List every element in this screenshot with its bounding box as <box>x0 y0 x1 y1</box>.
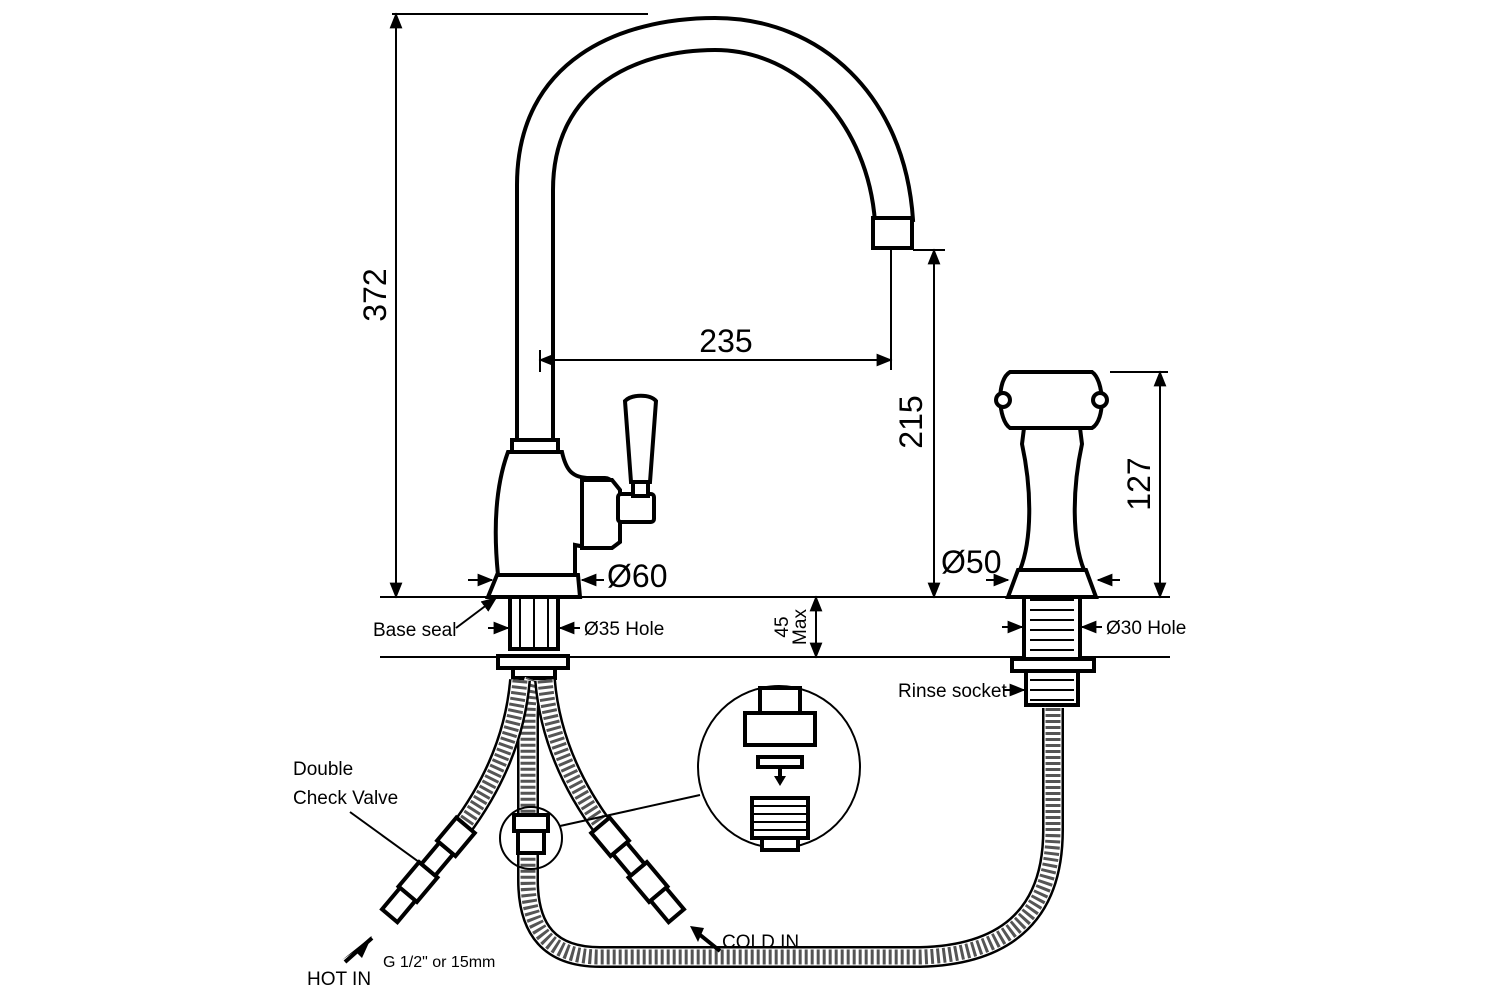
dim-127-text: 127 <box>1121 457 1157 510</box>
double-check-line1: Double <box>293 759 353 780</box>
hole-35-text: Ø35 Hole <box>584 619 664 640</box>
lever-handle <box>622 393 659 484</box>
lever-neck <box>631 480 650 498</box>
main-faucet <box>485 15 916 680</box>
main-nut-2 <box>511 666 557 680</box>
cold-in-text: COLD IN <box>722 932 799 953</box>
dim-max-text: Max <box>790 609 811 645</box>
double-check-valve-callout: Double Check Valve <box>293 759 431 871</box>
rinse-socket-callout: Rinse socket <box>898 681 1026 702</box>
cold-fitting <box>588 814 687 925</box>
rinse-head <box>998 370 1104 430</box>
dim-50-text: Ø50 <box>941 544 1001 580</box>
handle-hub <box>580 478 622 550</box>
faucet-base <box>485 573 583 599</box>
spout-outlet <box>871 216 914 250</box>
handle-boss <box>616 492 656 524</box>
hole-30-text: Ø30 Hole <box>1106 618 1186 639</box>
rinse-socket-text: Rinse socket <box>898 681 1007 702</box>
dimension-30-hole: Ø30 Hole <box>1002 618 1186 639</box>
rinse-button-left <box>994 391 1012 409</box>
detail-view <box>559 685 861 852</box>
dimension-235: 235 <box>538 250 893 372</box>
hoses <box>451 676 1064 968</box>
dimension-372: 372 <box>357 12 648 599</box>
rinse-shank <box>1022 595 1082 661</box>
connection-text: G 1/2" or 15mm <box>383 954 495 971</box>
dim-372-text: 372 <box>357 268 393 321</box>
rinse-handle <box>1017 426 1087 572</box>
spout <box>515 15 916 442</box>
detail-callout-circle <box>499 806 563 870</box>
rinse-base <box>1005 568 1099 599</box>
cold-in-callout: COLD IN <box>690 926 799 953</box>
dim-235-text: 235 <box>699 323 752 359</box>
dimension-127: 127 <box>1110 370 1168 599</box>
dimension-50: Ø50 <box>941 544 1120 587</box>
hot-fitting <box>379 814 478 925</box>
rinse-button-right <box>1091 391 1109 409</box>
double-check-line2: Check Valve <box>293 788 398 809</box>
dimension-215: 215 <box>893 248 945 599</box>
hot-in-callout: HOT IN G 1/2" or 15mm <box>307 936 495 990</box>
hot-in-text: HOT IN <box>307 969 371 990</box>
dim-215-text: 215 <box>893 395 929 448</box>
rinse-spray <box>994 370 1109 707</box>
base-seal-text: Base seal <box>373 620 456 641</box>
dimension-60: Ø60 <box>468 558 667 594</box>
dimension-45-max: 45 Max <box>772 595 823 659</box>
base-seal-callout: Base seal <box>373 597 498 641</box>
dim-45-text: 45 <box>772 616 793 637</box>
rinse-connector <box>512 813 550 855</box>
dimension-35-hole: Ø35 Hole <box>488 619 664 640</box>
dim-60-text: Ø60 <box>607 558 667 594</box>
